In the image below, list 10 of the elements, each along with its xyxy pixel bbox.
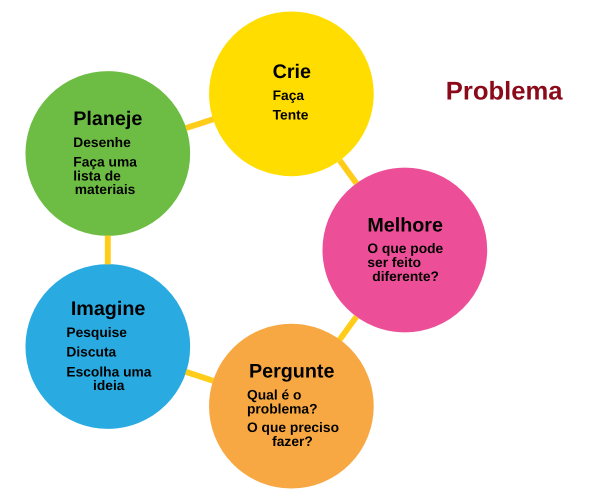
connector	[336, 314, 358, 342]
node-circle: Crie Faça Tente	[208, 11, 374, 176]
node-circle: Melhore O que pode ser feito diferente?	[322, 168, 487, 332]
node-circle: Imagine Pesquise Discuta Escolha uma ideia	[24, 264, 190, 429]
label: Problema	[445, 77, 562, 106]
node-circle: Planeje Desenhe Faça uma lista de materiais	[24, 71, 190, 236]
node-circle: Pergunte Qual é o problema? O que preciso fazer?	[208, 324, 374, 489]
connector	[104, 236, 110, 264]
connector	[336, 158, 358, 186]
connector	[184, 116, 214, 131]
